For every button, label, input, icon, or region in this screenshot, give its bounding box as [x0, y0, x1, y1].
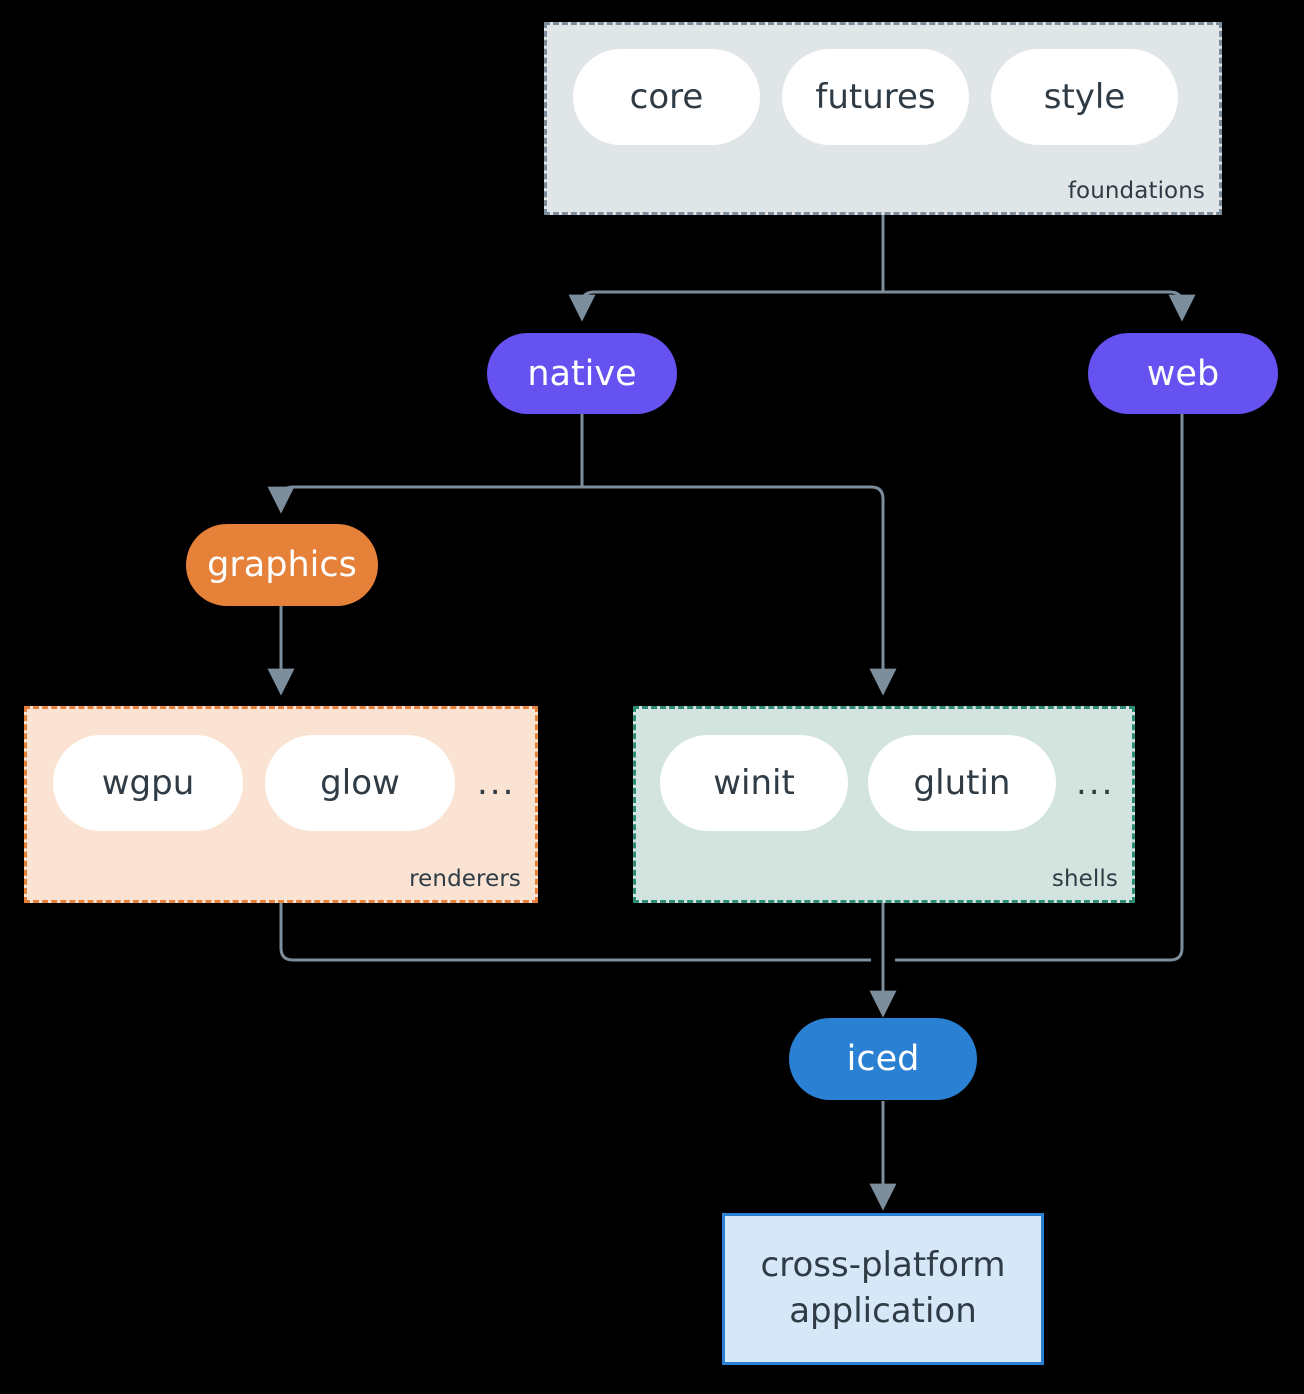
edge-native-to-shells: [582, 485, 897, 696]
leaf-futures[interactable]: futures: [782, 49, 969, 145]
terminal-line-2: application: [789, 1291, 977, 1331]
foundations-items: core futures style: [573, 49, 1178, 145]
node-label: web: [1146, 353, 1220, 394]
node-graphics[interactable]: graphics: [186, 524, 378, 606]
terminal-line-1: cross-platform: [760, 1245, 1006, 1286]
leaf-label: glow: [320, 763, 400, 803]
leaf-label: wgpu: [101, 763, 195, 803]
group-label-renderers: renderers: [409, 866, 521, 892]
group-renderers: wgpu glow ... renderers: [24, 706, 538, 903]
node-label: iced: [846, 1039, 920, 1079]
group-foundations: core futures style foundations: [544, 22, 1222, 215]
leaf-label: style: [1043, 77, 1126, 117]
group-label-foundations: foundations: [1067, 178, 1205, 204]
group-label-shells: shells: [1051, 866, 1118, 892]
group-shells: winit glutin ... shells: [633, 706, 1135, 903]
leaf-style[interactable]: style: [991, 49, 1178, 145]
edge-foundations-to-native: [568, 290, 883, 322]
leaf-glow[interactable]: glow: [265, 735, 455, 831]
leaf-winit[interactable]: winit: [660, 735, 848, 831]
shells-ellipsis: ...: [1076, 763, 1115, 803]
edge-foundations-to-web: [883, 290, 1196, 322]
leaf-label: glutin: [913, 763, 1011, 803]
node-label: native: [527, 353, 637, 394]
leaf-label: winit: [713, 763, 795, 803]
leaf-wgpu[interactable]: wgpu: [53, 735, 243, 831]
leaf-label: futures: [815, 77, 936, 117]
node-iced[interactable]: iced: [789, 1018, 977, 1100]
node-web[interactable]: web: [1088, 333, 1278, 414]
renderers-items: wgpu glow ...: [53, 735, 515, 831]
node-cross-platform-application[interactable]: cross-platform application: [722, 1213, 1044, 1365]
edge-native-to-graphics: [267, 485, 582, 514]
node-label: graphics: [207, 545, 357, 585]
shells-items: winit glutin ...: [660, 735, 1114, 831]
renderers-ellipsis: ...: [477, 763, 516, 803]
edge-renderers-to-merge: [279, 903, 871, 962]
leaf-glutin[interactable]: glutin: [868, 735, 1056, 831]
leaf-core[interactable]: core: [573, 49, 760, 145]
node-native[interactable]: native: [487, 333, 677, 414]
leaf-label: core: [629, 77, 704, 117]
